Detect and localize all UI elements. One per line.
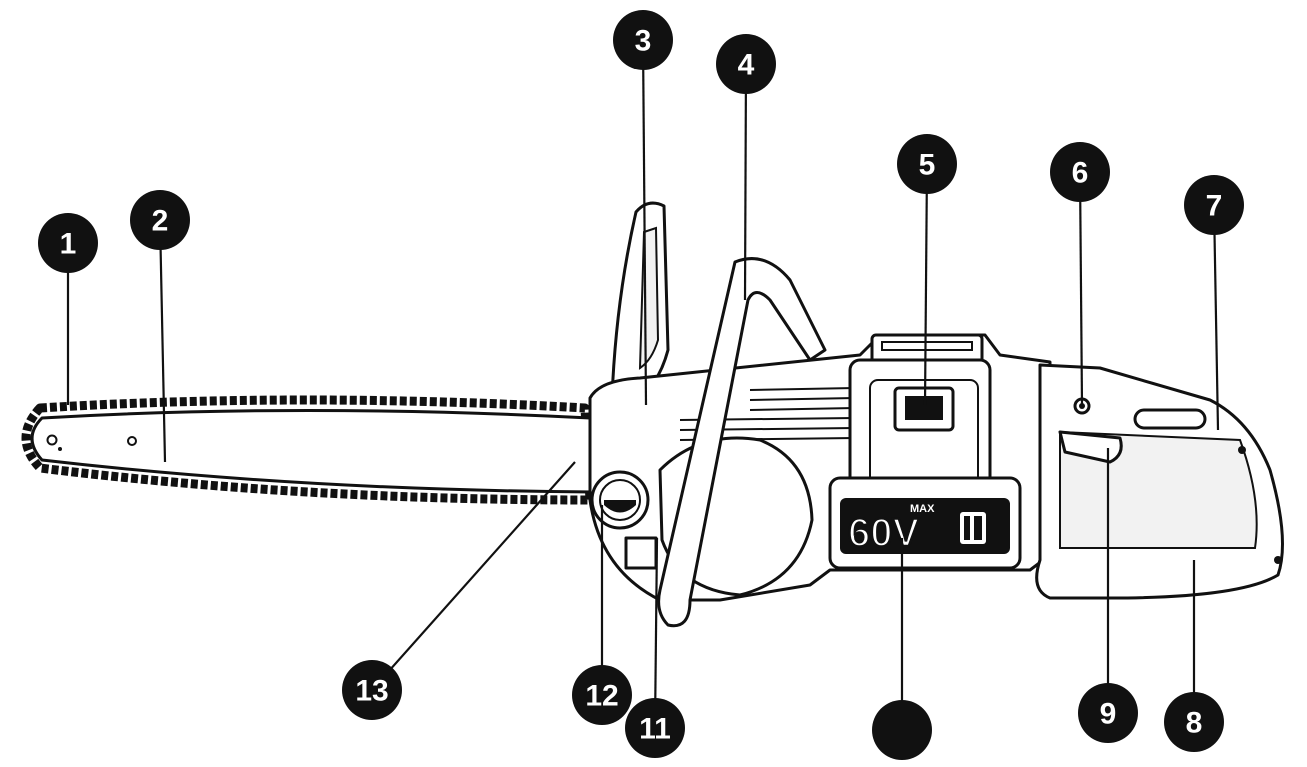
callout-leaders <box>66 39 1220 730</box>
leader-5 <box>923 163 929 406</box>
saw-chain <box>21 395 595 505</box>
svg-text:2: 2 <box>152 205 169 238</box>
guide-bar <box>21 395 596 505</box>
leader-3 <box>641 39 648 406</box>
callout-13: 13 <box>342 660 402 720</box>
callout-11: 11 <box>625 698 685 758</box>
leader-13 <box>371 461 576 691</box>
callout-9: 9 <box>1078 683 1138 743</box>
svg-text:11: 11 <box>639 713 671 746</box>
svg-text:1: 1 <box>60 228 77 261</box>
callout-6: 6 <box>1050 142 1110 202</box>
leader-2 <box>158 219 167 463</box>
callout-7: 7 <box>1184 175 1244 235</box>
battery-brand-label: MAX <box>910 503 935 515</box>
callout-2: 2 <box>130 190 190 250</box>
battery-voltage-label: 60V <box>848 511 919 555</box>
leader-4 <box>743 63 748 301</box>
battery-pack: 60V MAX <box>828 358 1022 570</box>
svg-text:4: 4 <box>738 49 755 82</box>
svg-text:8: 8 <box>1186 707 1203 740</box>
svg-text:12: 12 <box>585 680 618 713</box>
callout-4: 4 <box>716 34 776 94</box>
svg-text:5: 5 <box>919 149 936 182</box>
svg-text:3: 3 <box>635 25 652 58</box>
front-handle <box>657 257 827 628</box>
callout-8: 8 <box>1164 692 1224 752</box>
svg-text:13: 13 <box>355 675 388 708</box>
callout-10 <box>872 700 932 760</box>
callout-5: 5 <box>897 134 957 194</box>
svg-text:9: 9 <box>1100 698 1117 731</box>
leader-11 <box>653 537 659 729</box>
callout-3: 3 <box>613 10 673 70</box>
callout-12: 12 <box>572 665 632 725</box>
bar-body <box>30 409 596 494</box>
rear-handle <box>1035 363 1284 600</box>
leader-6 <box>1078 171 1084 406</box>
chainsaw-illustration: 60V MAX <box>21 201 1284 628</box>
svg-text:6: 6 <box>1072 157 1089 190</box>
svg-text:7: 7 <box>1206 190 1223 223</box>
leader-7 <box>1212 204 1220 431</box>
callout-1: 1 <box>38 213 98 273</box>
callout-badges: 1 2 3 4 5 6 7 8 <box>38 10 1244 760</box>
